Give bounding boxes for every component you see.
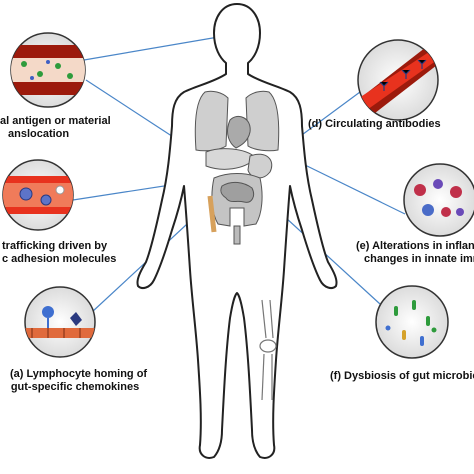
- heart: [227, 116, 251, 149]
- leg-bones: [259, 299, 277, 401]
- label-inflammation-line2: changes in innate imm: [364, 253, 474, 265]
- dysbiosis-circle: [375, 285, 449, 359]
- label-homing-line2: gut-specific chemokines: [10, 381, 140, 393]
- antigen-vessel-circle: [10, 32, 86, 108]
- label-trafficking: trafficking driven by c adhesion molecul…: [2, 240, 117, 266]
- inflammation-circle: [403, 163, 474, 237]
- connector-antigen: [83, 33, 237, 61]
- label-inflammation: (e) Alterations in inflan changes in inn…: [356, 240, 474, 266]
- label-trafficking-line2: c adhesion molecules: [2, 253, 117, 265]
- lung-right: [245, 90, 280, 152]
- label-inflammation-line1: (e) Alterations in inflan: [356, 240, 474, 252]
- label-dysbiosis-line1: (f) Dysbiosis of gut microbiota: [330, 370, 474, 382]
- small-intestine: [220, 181, 255, 203]
- label-homing-line1: (a) Lymphocyte homing of: [10, 368, 148, 380]
- label-antibodies: (d) Circulating antibodies: [308, 118, 474, 131]
- colon-stripe-left: [207, 195, 217, 233]
- organs: [194, 90, 280, 245]
- lung-left: [194, 90, 229, 152]
- label-trafficking-line1: trafficking driven by: [2, 240, 108, 252]
- label-antigen-line2: anslocation: [8, 128, 70, 140]
- homing-circle: [24, 286, 96, 358]
- trafficking-vessel-circle: [2, 159, 74, 231]
- label-dysbiosis: (f) Dysbiosis of gut microbiota: [330, 370, 474, 383]
- label-antigen-line1: al antigen or material: [0, 115, 111, 127]
- rectum: [233, 225, 241, 245]
- stomach: [247, 153, 273, 179]
- antibodies-circle: [357, 39, 439, 121]
- label-homing: (a) Lymphocyte homing of gut-specific ch…: [10, 368, 148, 394]
- connector-inflammation: [304, 164, 406, 215]
- label-antibodies-line1: (d) Circulating antibodies: [308, 118, 441, 130]
- label-antigen: al antigen or material anslocation: [0, 115, 111, 141]
